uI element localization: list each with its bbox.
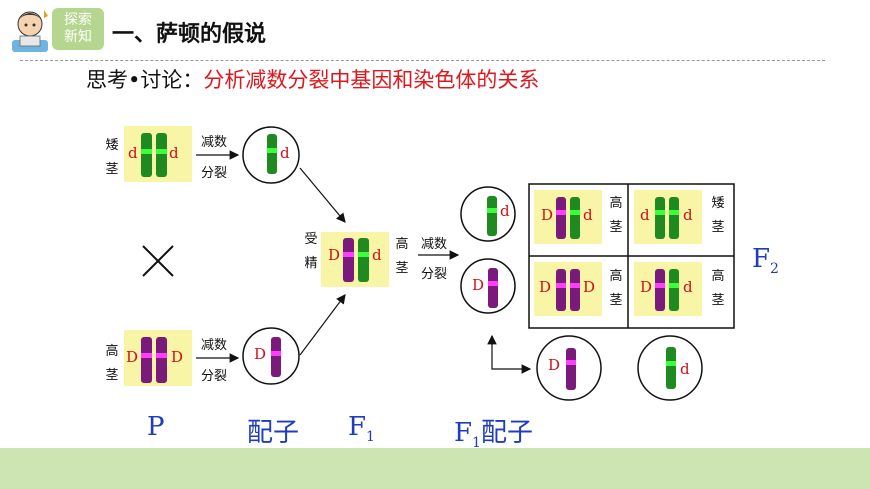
f2-cell1-gene-1: D xyxy=(541,206,554,224)
f1-gamete-d-label: d xyxy=(500,202,510,220)
tall-chromosome-1 xyxy=(141,337,152,383)
tall-label-2: 茎 xyxy=(105,368,119,383)
f1-meiosis-label-1: 减数 xyxy=(421,237,448,252)
gamete-generation-label: 配子 xyxy=(247,418,300,448)
f2-cell4-phenotype: 高 茎 xyxy=(710,265,726,313)
gamete-D-label: D xyxy=(254,345,267,363)
explore-badge: 探索 新知 xyxy=(52,8,104,50)
f2-cell3-gene-1: D xyxy=(539,278,552,296)
f2-cell4-phenotype-2: 茎 xyxy=(711,293,725,308)
f1-gamete-generation-label: F1配子 xyxy=(454,418,533,452)
prompt-question: 分析减数分裂中基因和染色体的关系 xyxy=(203,68,540,92)
fertilization-label-2: 精 xyxy=(304,256,318,271)
dwarf-label-1: 矮 xyxy=(105,138,119,153)
tall-gene-1: D xyxy=(126,348,139,366)
f2-cell4-gene-1: D xyxy=(640,278,653,296)
f2-cell2-phenotype-2: 茎 xyxy=(711,220,725,235)
badge-line-2: 新知 xyxy=(64,29,92,45)
tall-chromosome-2 xyxy=(156,337,167,383)
f1-gene-1: D xyxy=(328,246,341,264)
f1-chromosome-D xyxy=(343,238,354,282)
tall-label: 高 茎 xyxy=(104,340,120,388)
fertilization-label: 受 精 xyxy=(303,228,319,276)
footer-band xyxy=(0,448,870,489)
dwarf-label: 矮 茎 xyxy=(104,134,120,182)
tall-label-1: 高 xyxy=(105,344,119,359)
f2-cell1-phenotype-2: 茎 xyxy=(609,220,623,235)
meiosis-label-top-1: 减数 xyxy=(201,135,228,150)
f2-cell2-gene-1: d xyxy=(640,206,650,224)
page-title: 一、萨顿的假说 xyxy=(112,22,267,47)
badge-line-1: 探索 xyxy=(64,12,92,28)
f2-cell2-gene-2: d xyxy=(683,206,693,224)
meiosis-label-bottom-1: 减数 xyxy=(201,338,228,353)
f2-cell1-phenotype-1: 高 xyxy=(609,196,623,211)
f2-cell3-phenotype: 高 茎 xyxy=(608,265,624,313)
gamete-D-chromosome xyxy=(271,337,281,377)
f2-cell3-phenotype-2: 茎 xyxy=(609,293,623,308)
dwarf-chromosome-1 xyxy=(141,133,152,177)
tall-gene-2: D xyxy=(171,348,184,366)
header-divider xyxy=(20,60,825,61)
dwarf-gene-1: d xyxy=(128,144,138,162)
gamete-d-label: d xyxy=(280,144,290,162)
discussion-prompt: 思考•讨论：分析减数分裂中基因和染色体的关系 xyxy=(86,64,539,94)
f1-chromosome-d xyxy=(358,238,369,282)
f1-phenotype-1: 高 xyxy=(395,237,409,252)
f1-phenotype-2: 茎 xyxy=(395,261,409,276)
f2-cell1-phenotype: 高 茎 xyxy=(608,192,624,240)
f1-gamete-D-label: D xyxy=(472,276,485,294)
f2-cell3-phenotype-1: 高 xyxy=(609,269,623,284)
f2-cell3-gene-2: D xyxy=(583,278,596,296)
f2-cell4-gene-2: d xyxy=(683,278,693,296)
f2-label: F2 xyxy=(752,244,779,278)
f1-generation-label: F1 xyxy=(348,412,375,446)
f2-cell2-phenotype: 矮 茎 xyxy=(710,192,726,240)
dwarf-gene-2: d xyxy=(169,144,179,162)
f1-meiosis-label-2: 分裂 xyxy=(421,267,448,282)
p-generation-label: P xyxy=(147,412,165,442)
f2-cell1-gene-2: d xyxy=(583,206,593,224)
fertilization-label-1: 受 xyxy=(304,232,318,247)
bottom-gamete-d-label: d xyxy=(680,360,690,378)
f1-phenotype-label: 高 茎 xyxy=(394,233,410,281)
f2-cell4-phenotype-1: 高 xyxy=(711,269,725,284)
mascot-icon xyxy=(8,6,52,56)
meiosis-label-top-2: 分裂 xyxy=(201,166,228,181)
dwarf-label-2: 茎 xyxy=(105,162,119,177)
dwarf-chromosome-2 xyxy=(156,133,167,177)
f2-cell2-phenotype-1: 矮 xyxy=(711,196,725,211)
gamete-d-chromosome xyxy=(267,134,277,174)
prompt-lead: 思考•讨论： xyxy=(86,68,204,92)
meiosis-label-bottom-2: 分裂 xyxy=(201,369,228,384)
f1-box xyxy=(321,232,389,287)
bottom-gamete-D-label: D xyxy=(548,356,561,374)
f1-gene-2: d xyxy=(372,246,382,264)
